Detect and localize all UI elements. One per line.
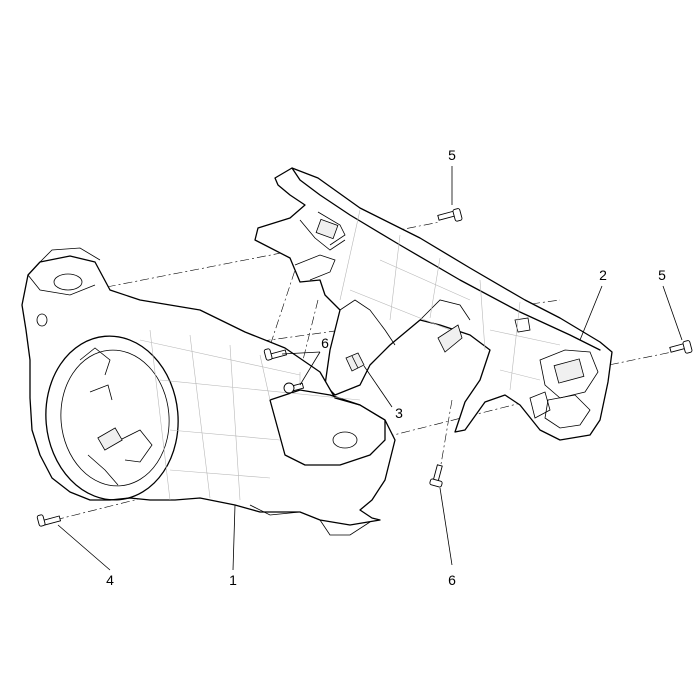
- screw-5-upper: [437, 208, 463, 222]
- screw-6-center: [283, 382, 305, 394]
- callout-4: 4: [106, 572, 114, 588]
- screw-6-lower: [429, 464, 443, 488]
- callout-6-lower: 6: [448, 572, 456, 588]
- callout-1: 1: [229, 572, 237, 588]
- callout-3: 3: [395, 405, 403, 421]
- callout-labels: 5 2 5 6 3 4 1 6: [106, 147, 666, 588]
- leader-lines: [57, 166, 683, 571]
- screw-4: [36, 514, 62, 527]
- screw-5-right: [669, 340, 693, 354]
- callout-5-right: 5: [658, 267, 666, 283]
- callout-6-upper: 6: [321, 335, 329, 351]
- screw-6-left: [263, 348, 288, 361]
- rear-handlebar-cover: [254, 167, 613, 441]
- callout-2: 2: [599, 267, 607, 283]
- callout-5-upper: 5: [448, 147, 456, 163]
- front-handlebar-cover: [21, 247, 396, 536]
- clip-nut: [345, 352, 365, 372]
